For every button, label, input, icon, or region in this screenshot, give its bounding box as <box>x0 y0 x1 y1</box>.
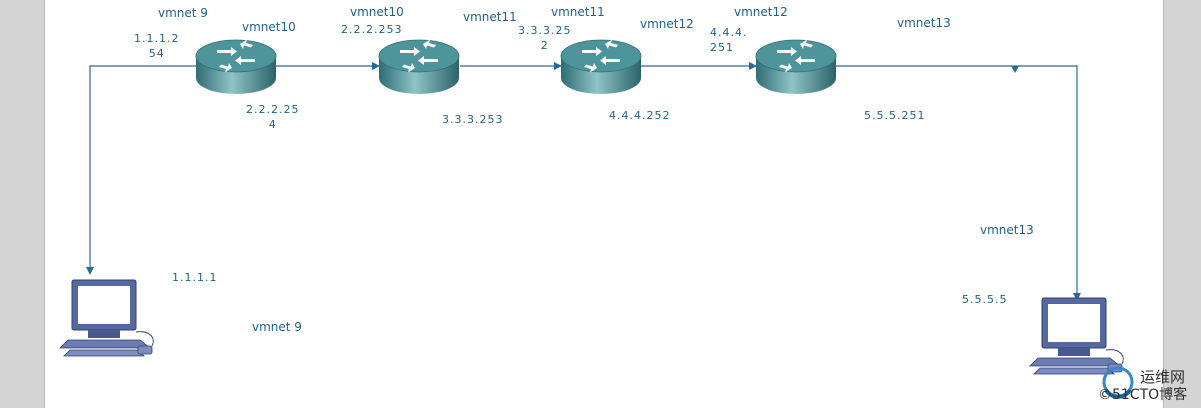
vmnet-label: vmnet11 <box>463 10 517 24</box>
vmnet-label: vmnet11 <box>551 5 605 19</box>
computer-icon[interactable] <box>1028 296 1136 380</box>
ip-address-label: 3.3.3.253 <box>442 113 504 126</box>
ip-address-label: 1.1.1.2 54 <box>134 32 180 60</box>
router-icon[interactable] <box>755 38 837 96</box>
ip-address-label: 4.4.4.252 <box>609 109 671 122</box>
vmnet-label: vmnet12 <box>734 5 788 19</box>
ip-address-label: 1.1.1.1 <box>172 271 218 284</box>
watermark-logo-icon <box>1102 366 1134 399</box>
vmnet-label: vmnet 9 <box>252 320 302 334</box>
router-icon[interactable] <box>195 38 277 96</box>
vmnet-label: vmnet13 <box>897 16 951 30</box>
ip-address-label: 3.3.3.25 2 <box>518 24 572 52</box>
ip-address-label: 4.4.4. 251 <box>710 26 748 54</box>
link-pc-left-to-router-1[interactable] <box>86 65 196 275</box>
watermark-text: 运维网 <box>1140 368 1186 386</box>
ip-address-label: 2.2.2.253 <box>341 23 403 36</box>
ip-address-label: 5.5.5.5 <box>962 293 1008 306</box>
ip-address-label: 2.2.2.25 4 <box>246 103 300 131</box>
vmnet-label: vmnet 9 <box>158 6 208 20</box>
vmnet-label: vmnet10 <box>350 5 404 19</box>
router-icon[interactable] <box>378 38 460 96</box>
computer-icon[interactable] <box>58 278 166 362</box>
link-router-4-to-pc-right[interactable] <box>836 65 1081 301</box>
watermark-subtext: ©51CTO博客 <box>1098 387 1188 403</box>
router-icon[interactable] <box>560 38 642 96</box>
vmnet-label: vmnet10 <box>242 20 296 34</box>
vmnet-label: vmnet12 <box>640 17 694 31</box>
vmnet-label: vmnet13 <box>980 223 1034 237</box>
stray-arrowhead <box>1011 66 1019 73</box>
ip-address-label: 5.5.5.251 <box>864 109 926 122</box>
